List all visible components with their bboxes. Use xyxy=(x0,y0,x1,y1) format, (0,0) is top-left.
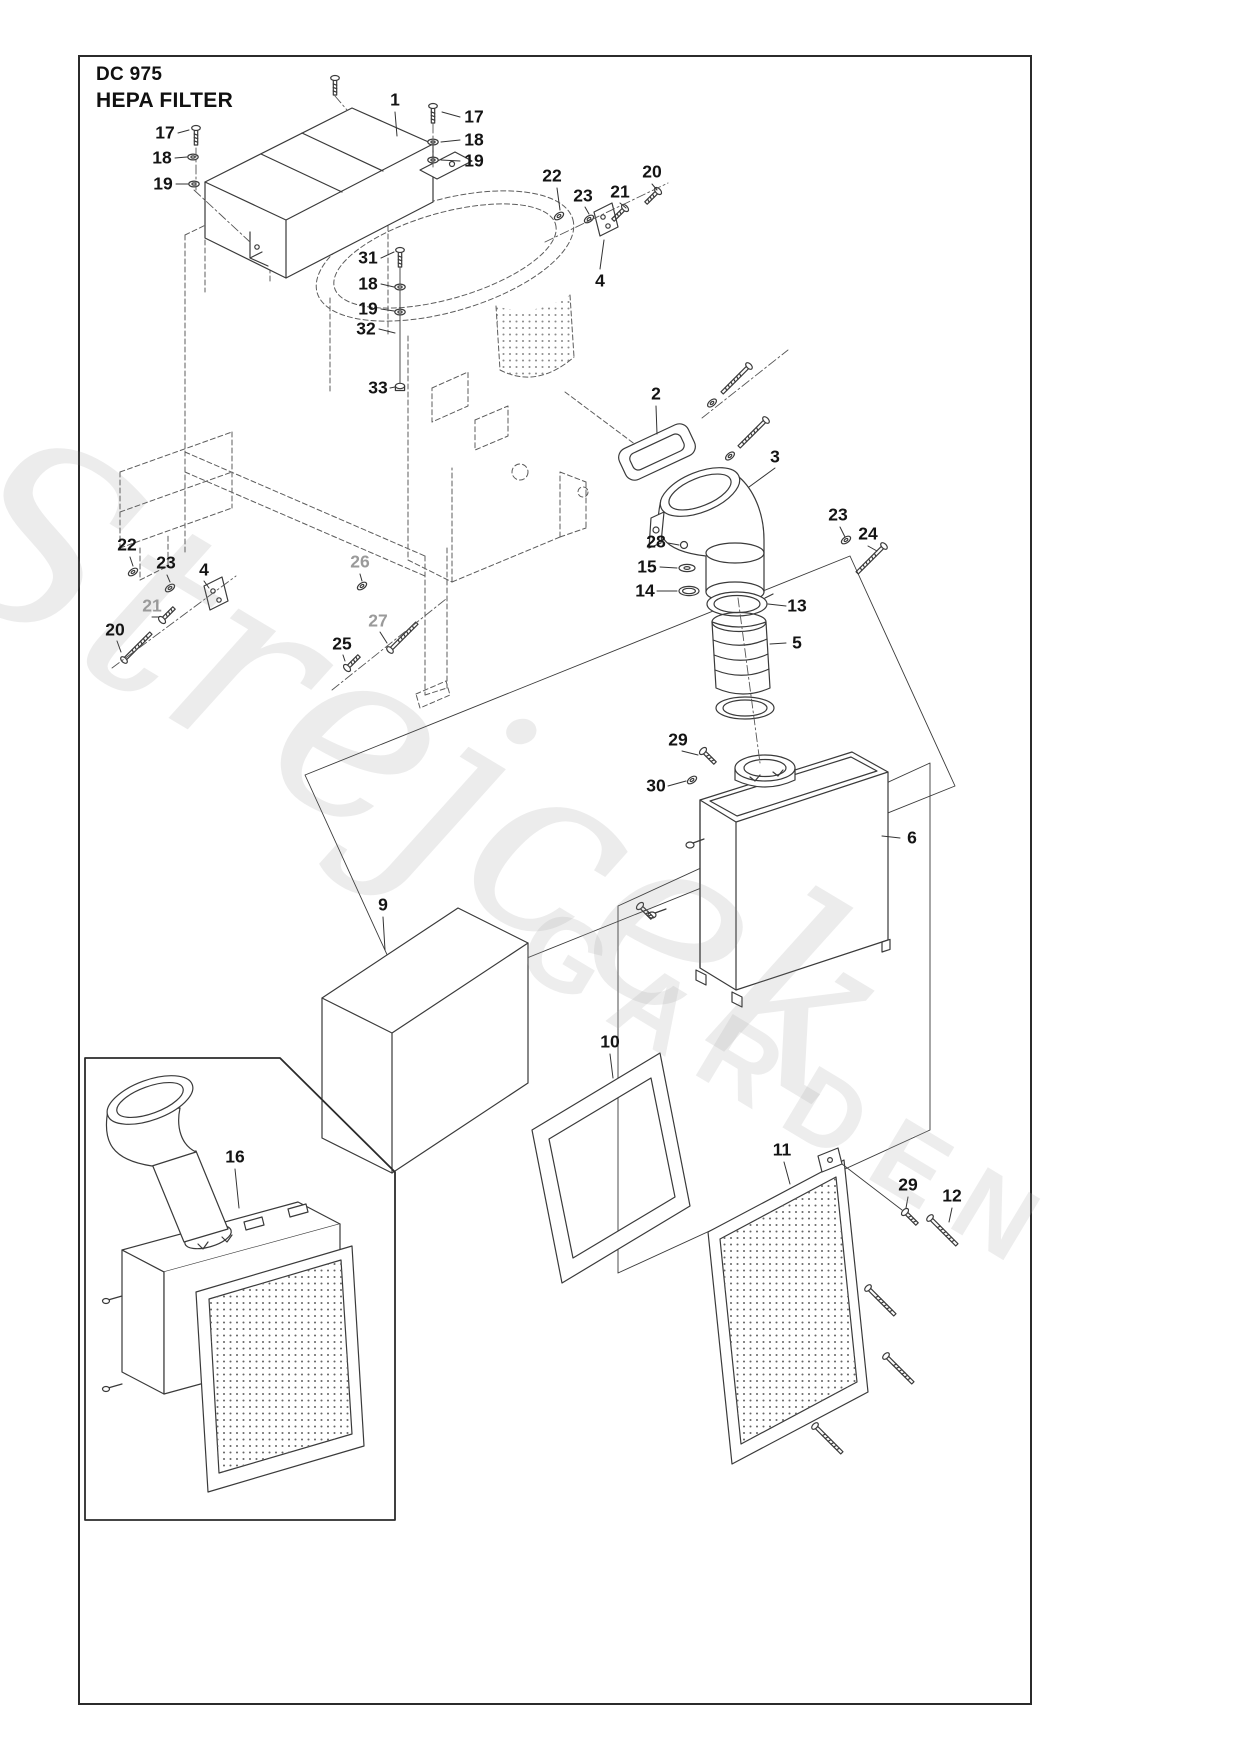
callout-11: 11 xyxy=(772,1139,792,1160)
callout-4: 4 xyxy=(199,559,209,580)
callout-9: 9 xyxy=(378,894,388,915)
part-16-assembly xyxy=(101,1075,365,1493)
callout-19: 19 xyxy=(153,173,173,194)
callout-18: 18 xyxy=(358,273,378,294)
part-10-gasket-frame xyxy=(531,1052,691,1284)
callout-23: 23 xyxy=(156,552,176,573)
machine-body xyxy=(119,189,641,709)
callout-14: 14 xyxy=(635,580,655,601)
callout-21: 21 xyxy=(142,595,162,616)
part-28-15-14-fasteners xyxy=(678,540,700,597)
part-4-bracket-left xyxy=(203,576,229,611)
callout-24: 24 xyxy=(858,523,878,544)
callout-30: 30 xyxy=(646,775,666,796)
callout-31: 31 xyxy=(358,247,378,268)
callout-23: 23 xyxy=(573,185,593,206)
inset-box xyxy=(84,1057,396,1521)
callout-21: 21 xyxy=(610,181,630,202)
callout-20: 20 xyxy=(105,619,125,640)
part-4-bracket-top xyxy=(593,202,619,237)
callout-12: 12 xyxy=(942,1185,962,1206)
page-header: DC 975 HEPA FILTER xyxy=(96,64,233,113)
leader-lines xyxy=(116,111,953,1223)
page-border xyxy=(78,55,1032,1705)
callout-23: 23 xyxy=(828,504,848,525)
callout-26: 26 xyxy=(350,551,370,572)
part-13-clamp xyxy=(706,591,774,617)
callout-18: 18 xyxy=(464,129,484,150)
callout-17: 17 xyxy=(155,122,175,143)
callout-28: 28 xyxy=(646,531,666,552)
part-1-top-tray xyxy=(204,107,473,279)
part-31-rod xyxy=(394,246,406,392)
callout-20: 20 xyxy=(642,161,662,182)
callout-16: 16 xyxy=(225,1146,245,1167)
callout-18: 18 xyxy=(152,147,172,168)
callout-15: 15 xyxy=(637,556,657,577)
callout-27: 27 xyxy=(368,610,388,631)
callout-29: 29 xyxy=(898,1174,918,1195)
callout-1: 1 xyxy=(390,89,400,110)
part-9-box xyxy=(321,907,529,1174)
callout-6: 6 xyxy=(907,827,917,848)
callout-32: 32 xyxy=(356,318,376,339)
callout-2: 2 xyxy=(651,383,661,404)
part-2-gasket xyxy=(618,423,696,481)
callout-29: 29 xyxy=(668,729,688,750)
callout-3: 3 xyxy=(770,446,780,467)
model-number: DC 975 xyxy=(96,64,163,85)
callout-22: 22 xyxy=(117,534,137,555)
callout-5: 5 xyxy=(792,632,802,653)
part-3-elbow xyxy=(648,467,765,603)
part-11-hepa-filter xyxy=(707,1147,903,1465)
callout-19: 19 xyxy=(464,150,484,171)
part-6-filter-housing xyxy=(647,751,891,1008)
callout-10: 10 xyxy=(600,1031,620,1052)
callout-25: 25 xyxy=(332,633,352,654)
callout-13: 13 xyxy=(787,595,807,616)
assembly-axes xyxy=(111,95,789,764)
callout-22: 22 xyxy=(542,165,562,186)
callout-4: 4 xyxy=(595,270,605,291)
callout-17: 17 xyxy=(464,106,484,127)
part-5-hose xyxy=(711,611,775,720)
page-title: HEPA FILTER xyxy=(96,89,234,112)
callout-19: 19 xyxy=(358,298,378,319)
callout-33: 33 xyxy=(368,377,388,398)
